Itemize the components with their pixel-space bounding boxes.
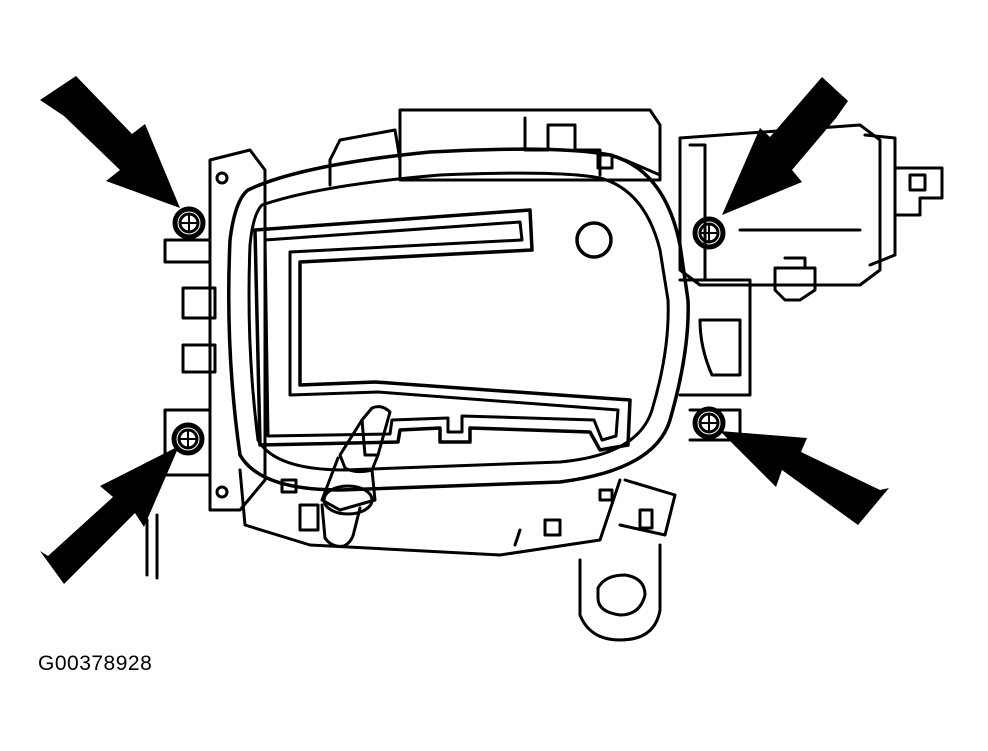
clip-marks (145, 513, 159, 580)
shift-lever (320, 405, 392, 548)
bolt-top-right-icon (692, 216, 726, 250)
bolt-top-left-icon (172, 206, 206, 240)
callout-arrows (40, 76, 889, 584)
right-actuator (678, 123, 944, 302)
gate-housing (227, 147, 690, 492)
figure-id-label: G00378928 (38, 652, 153, 675)
detent-plate (238, 468, 677, 642)
mounting-bolts (171, 206, 726, 456)
arrow-bottom-left-icon (40, 446, 179, 584)
bolt-bottom-left-icon (171, 422, 205, 456)
arrow-bottom-right-icon (720, 431, 889, 525)
arrow-top-right-icon (722, 77, 848, 215)
arrow-top-left-icon (40, 76, 180, 208)
bolt-bottom-right-icon (692, 406, 726, 440)
left-flange (163, 148, 267, 512)
